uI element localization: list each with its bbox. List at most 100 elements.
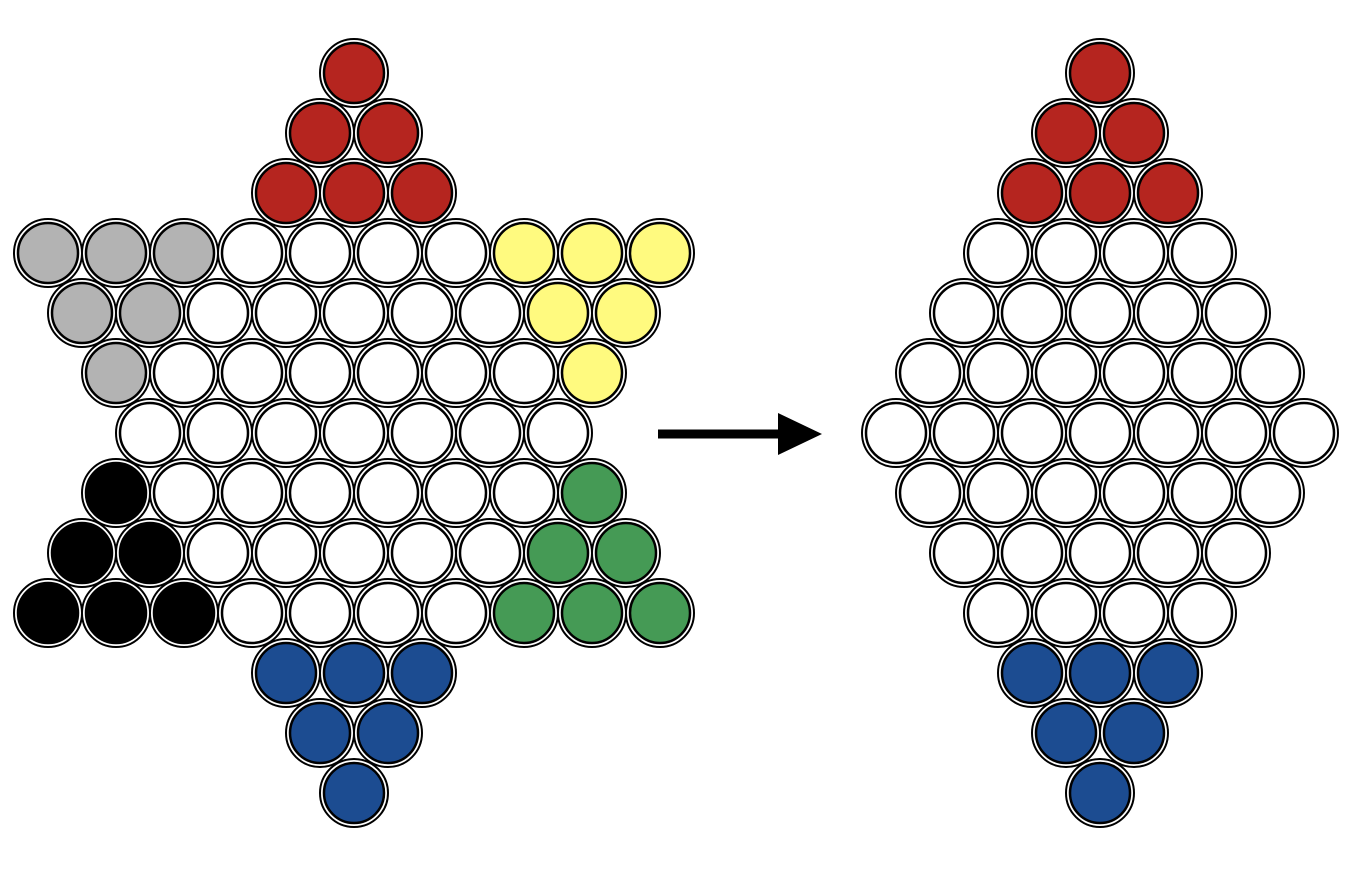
diamond-peg-blue xyxy=(1099,698,1169,768)
star-peg-blue xyxy=(319,638,389,708)
hole-disc xyxy=(966,341,1030,405)
diamond-empty-hole xyxy=(1099,458,1169,528)
hole-disc xyxy=(1068,41,1132,105)
diamond-peg-blue xyxy=(1065,638,1135,708)
hole-disc xyxy=(1034,581,1098,645)
hole-disc xyxy=(152,581,216,645)
hole-disc xyxy=(322,281,386,345)
diamond-peg-red xyxy=(1031,98,1101,168)
arrow-head xyxy=(778,413,822,455)
hole-disc xyxy=(1000,161,1064,225)
hole-disc xyxy=(254,281,318,345)
hole-disc xyxy=(560,221,624,285)
hole-disc xyxy=(84,341,148,405)
diamond-empty-hole xyxy=(1031,218,1101,288)
hole-disc xyxy=(84,461,148,525)
hole-disc xyxy=(220,221,284,285)
diamond-empty-hole xyxy=(1167,458,1237,528)
hole-disc xyxy=(594,521,658,585)
hole-disc xyxy=(288,101,352,165)
star-empty-hole xyxy=(353,338,423,408)
star-empty-hole xyxy=(183,278,253,348)
hole-disc xyxy=(322,761,386,825)
diamond-peg-red xyxy=(997,158,1067,228)
diamond-empty-hole xyxy=(1201,278,1271,348)
diamond-empty-hole xyxy=(1065,278,1135,348)
hole-disc xyxy=(1034,341,1098,405)
hole-disc xyxy=(1068,401,1132,465)
star-empty-hole xyxy=(387,398,457,468)
hole-disc xyxy=(152,341,216,405)
star-peg-gray xyxy=(47,278,117,348)
hole-disc xyxy=(1034,101,1098,165)
hole-disc xyxy=(220,581,284,645)
hole-disc xyxy=(390,401,454,465)
hole-disc xyxy=(1102,581,1166,645)
hole-disc xyxy=(186,401,250,465)
hole-disc xyxy=(322,161,386,225)
hole-disc xyxy=(966,581,1030,645)
hole-disc xyxy=(560,581,624,645)
hole-disc xyxy=(932,281,996,345)
diamond-empty-hole xyxy=(1099,218,1169,288)
diamond-empty-hole xyxy=(1099,338,1169,408)
star-empty-hole xyxy=(251,518,321,588)
diamond-empty-hole xyxy=(1031,578,1101,648)
hole-disc xyxy=(1102,701,1166,765)
hole-disc xyxy=(1136,161,1200,225)
hole-disc xyxy=(628,581,692,645)
hole-disc xyxy=(424,581,488,645)
diamond-empty-hole xyxy=(1133,518,1203,588)
hole-disc xyxy=(1000,641,1064,705)
hole-disc xyxy=(1102,221,1166,285)
hole-disc xyxy=(390,521,454,585)
hole-disc xyxy=(356,101,420,165)
star-empty-hole xyxy=(217,338,287,408)
star-peg-black xyxy=(115,518,185,588)
hole-disc xyxy=(322,401,386,465)
hole-disc xyxy=(1204,521,1268,585)
star-peg-red xyxy=(353,98,423,168)
hole-disc xyxy=(254,521,318,585)
diamond-empty-hole xyxy=(1065,518,1135,588)
star-peg-yellow xyxy=(625,218,695,288)
star-empty-hole xyxy=(183,398,253,468)
star-empty-hole xyxy=(217,458,287,528)
star-empty-hole xyxy=(387,278,457,348)
hole-disc xyxy=(288,221,352,285)
star-empty-hole xyxy=(251,398,321,468)
hole-disc xyxy=(492,341,556,405)
star-empty-hole xyxy=(455,518,525,588)
hole-disc xyxy=(390,641,454,705)
diamond-peg-blue xyxy=(1031,698,1101,768)
diamond-peg-blue xyxy=(997,638,1067,708)
hole-disc xyxy=(1068,521,1132,585)
hole-disc xyxy=(84,581,148,645)
hole-disc xyxy=(1068,761,1132,825)
hole-disc xyxy=(492,461,556,525)
diamond-empty-hole xyxy=(895,338,965,408)
diamond-empty-hole xyxy=(997,518,1067,588)
hole-disc xyxy=(288,701,352,765)
diamond-empty-hole xyxy=(861,398,931,468)
hole-disc xyxy=(1034,461,1098,525)
hole-disc xyxy=(356,461,420,525)
star-empty-hole xyxy=(421,338,491,408)
hole-disc xyxy=(118,521,182,585)
hole-disc xyxy=(424,341,488,405)
hole-disc xyxy=(898,341,962,405)
hole-disc xyxy=(526,281,590,345)
star-empty-hole xyxy=(523,398,593,468)
star-peg-red xyxy=(251,158,321,228)
diamond-peg-red xyxy=(1065,38,1135,108)
hole-disc xyxy=(1204,281,1268,345)
hole-disc xyxy=(1068,281,1132,345)
hole-disc xyxy=(864,401,928,465)
star-peg-gray xyxy=(149,218,219,288)
hole-disc xyxy=(966,461,1030,525)
star-empty-hole xyxy=(421,458,491,528)
star-peg-blue xyxy=(251,638,321,708)
diamond-empty-hole xyxy=(1269,398,1339,468)
star-peg-black xyxy=(47,518,117,588)
